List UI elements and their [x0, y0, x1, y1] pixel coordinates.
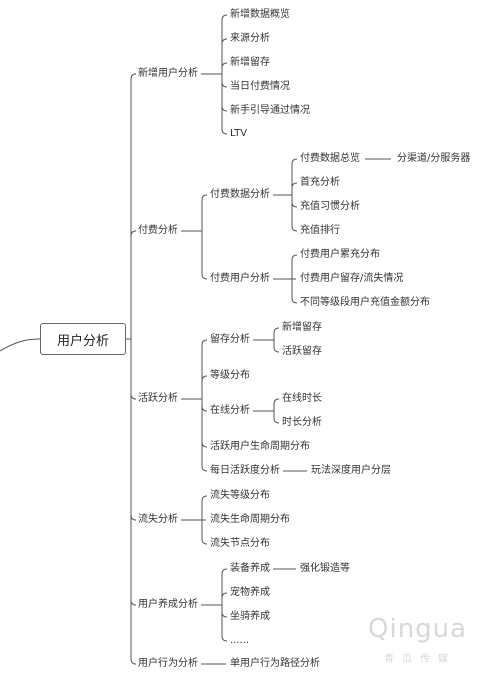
- branch-3-connector-edge-0: [201, 495, 208, 520]
- branch-1-label[interactable]: 付费分析: [138, 225, 178, 236]
- root-connector-edge-4: [130, 339, 137, 606]
- branch-0-label[interactable]: 新增用户分析: [138, 68, 198, 79]
- branch-2-connector-edge-4: [201, 399, 208, 472]
- node-1-0-2-label[interactable]: 充值习惯分析: [300, 201, 360, 212]
- branch-1-connector-edge-0: [201, 194, 208, 231]
- branch-0-connector-edge-4: [221, 74, 228, 112]
- node-0-4-label[interactable]: 新手引导通过情况: [230, 105, 310, 116]
- branch-0-connector-edge-1: [221, 38, 228, 74]
- node-2-2-connector-edge-1: [273, 411, 280, 424]
- node-1-0-connector-edge-0: [291, 158, 298, 195]
- node-4-0-0-label[interactable]: 强化锻造等: [300, 563, 350, 574]
- branch-4-connector-edge-0: [221, 568, 228, 605]
- root-incoming-line: [0, 338, 41, 352]
- node-1-0-connector-edge-3: [291, 195, 298, 232]
- node-3-1-label[interactable]: 流失生命周期分布: [210, 514, 290, 525]
- node-3-2-label[interactable]: 流失节点分布: [210, 538, 270, 549]
- node-3-0-label[interactable]: 流失等级分布: [210, 490, 270, 501]
- node-2-3-label[interactable]: 活跃用户生命周期分布: [210, 441, 310, 452]
- branch-0-connector-edge-3: [221, 74, 228, 88]
- node-2-4-0-label[interactable]: 玩法深度用户分层: [311, 465, 391, 476]
- node-1-0-0-0-label[interactable]: 分渠道/分服务器: [397, 153, 471, 164]
- branch-0-connector-edge-0: [221, 14, 228, 74]
- branch-4-connector-edge-1: [221, 592, 228, 605]
- node-1-0-label[interactable]: 付费数据分析: [210, 189, 270, 200]
- node-1-1-0-label[interactable]: 付费用户累充分布: [300, 249, 380, 260]
- branch-4-label[interactable]: 用户养成分析: [138, 599, 198, 610]
- node-2-2-label[interactable]: 在线分析: [210, 405, 250, 416]
- branch-4-connector-edge-3: [221, 605, 228, 642]
- branch-5-label[interactable]: 用户行为分析: [138, 658, 198, 669]
- node-4-3-label[interactable]: ......: [230, 635, 250, 646]
- node-1-1-label[interactable]: 付费用户分析: [210, 273, 270, 284]
- node-0-2-label[interactable]: 新增留存: [230, 57, 270, 68]
- node-2-2-connector-edge-0: [273, 398, 280, 411]
- node-4-1-label[interactable]: 宠物养成: [230, 587, 270, 598]
- node-2-1-label[interactable]: 等级分布: [210, 370, 250, 381]
- watermark-logo: Qingua 青瓜传媒: [368, 614, 468, 665]
- node-2-2-1-label[interactable]: 时长分析: [282, 417, 322, 428]
- node-1-0-3-label[interactable]: 充值排行: [300, 225, 340, 236]
- watermark-text: Qingua: [368, 614, 468, 644]
- branch-2-connector-edge-3: [201, 399, 208, 448]
- node-5-0-label[interactable]: 单用户行为路径分析: [230, 658, 320, 669]
- root-connector-edge-1: [130, 230, 137, 339]
- node-2-0-connector-edge-0: [273, 327, 280, 340]
- node-1-0-connector-edge-2: [291, 195, 298, 208]
- node-1-0-connector-edge-1: [291, 182, 298, 195]
- node-1-0-0-label[interactable]: 付费数据总览: [300, 153, 360, 164]
- root-connector-edge-5: [130, 339, 137, 665]
- branch-3-label[interactable]: 流失分析: [138, 514, 178, 525]
- branch-2-connector-edge-0: [201, 339, 208, 399]
- root-connector-edge-3: [130, 339, 137, 521]
- node-2-0-connector-edge-1: [273, 340, 280, 353]
- node-1-1-1-label[interactable]: 付费用户留存/流失情况: [300, 273, 404, 284]
- node-0-1-label[interactable]: 来源分析: [230, 33, 270, 44]
- branch-3-connector-edge-2: [201, 520, 208, 545]
- root-node[interactable]: 用户分析: [40, 323, 126, 355]
- node-0-0-label[interactable]: 新增数据概览: [230, 9, 290, 20]
- branch-0-connector-edge-2: [221, 62, 228, 74]
- node-4-2-label[interactable]: 坐骑养成: [230, 611, 270, 622]
- node-0-3-label[interactable]: 当日付费情况: [230, 81, 290, 92]
- branch-2-label[interactable]: 活跃分析: [138, 393, 178, 404]
- node-2-0-0-label[interactable]: 新增留存: [282, 322, 322, 333]
- node-0-5-label[interactable]: LTV: [230, 128, 248, 139]
- node-2-4-label[interactable]: 每日活跃度分析: [210, 465, 280, 476]
- node-2-0-1-label[interactable]: 活跃留存: [282, 346, 322, 357]
- branch-2-connector-edge-2: [201, 399, 208, 412]
- branch-4-connector-edge-2: [221, 605, 228, 618]
- root-label: 用户分析: [56, 333, 109, 349]
- branch-2-connector-edge-1: [201, 375, 208, 399]
- node-1-1-connector-edge-0: [291, 254, 298, 279]
- watermark-subtitle: 青瓜传媒: [384, 654, 456, 665]
- node-1-0-1-label[interactable]: 首充分析: [300, 177, 340, 188]
- node-4-0-label[interactable]: 装备养成: [230, 563, 270, 574]
- branch-1-connector-edge-1: [201, 231, 208, 280]
- branch-0-connector-edge-5: [221, 74, 228, 135]
- node-1-1-2-label[interactable]: 不同等级段用户充值金额分布: [300, 297, 430, 308]
- node-2-0-label[interactable]: 留存分析: [210, 334, 250, 345]
- node-1-1-connector-edge-2: [291, 279, 298, 304]
- root-connector-edge-0: [130, 73, 137, 339]
- root-connector-edge-2: [130, 339, 137, 400]
- node-2-2-0-label[interactable]: 在线时长: [282, 393, 322, 404]
